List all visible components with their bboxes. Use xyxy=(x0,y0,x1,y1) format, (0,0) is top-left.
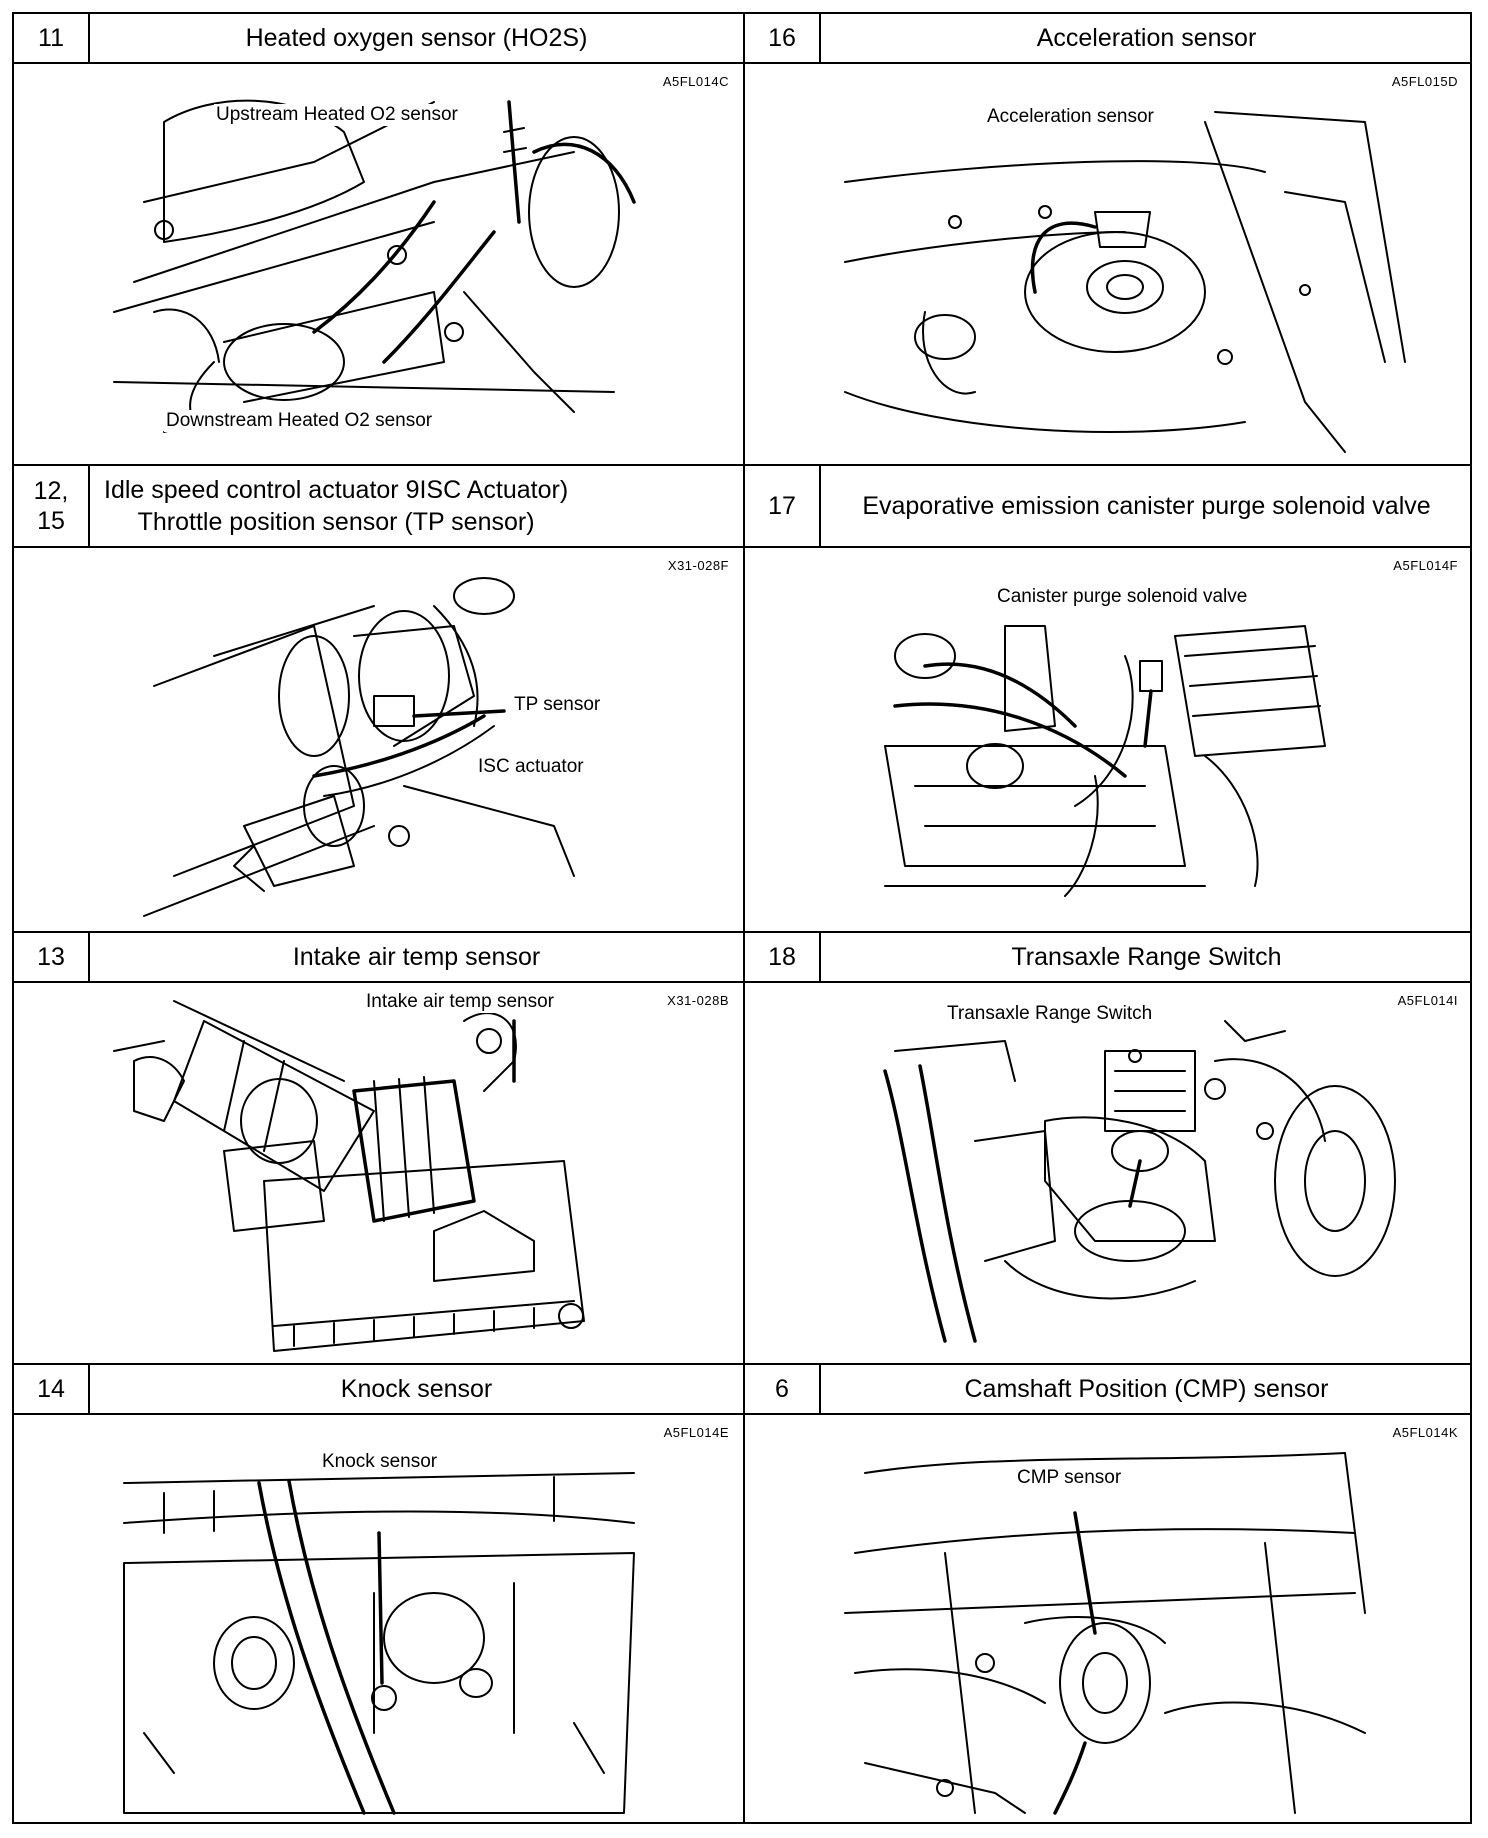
item-number: 14 xyxy=(14,1365,90,1413)
callout-label: Acceleration sensor xyxy=(985,106,1156,128)
callout-label: Transaxle Range Switch xyxy=(945,1003,1155,1025)
item-title: Acceleration sensor xyxy=(1036,24,1257,52)
engine-bay-illustration: A5FL014F Canister purge solenoid valve xyxy=(745,546,1472,931)
cell-transaxle-range-switch: 18 Transaxle Range Switch xyxy=(745,933,1472,1363)
item-number: 16 xyxy=(745,14,821,62)
transaxle-illustration: A5FL014I Transaxle Range Switch xyxy=(745,981,1472,1363)
figure-code: A5FL014F xyxy=(1393,558,1458,573)
air-cleaner-illustration: X31-028B Intake air temp sensor xyxy=(14,981,743,1363)
cell-ho2s: 11 Heated oxygen sensor (HO2S) xyxy=(14,14,743,464)
row-divider xyxy=(14,1363,1470,1365)
callout-label: Canister purge solenoid valve xyxy=(995,586,1250,608)
column-divider xyxy=(743,14,745,1822)
component-location-table: 11 Heated oxygen sensor (HO2S) xyxy=(12,12,1472,1824)
cell-header: 11 Heated oxygen sensor (HO2S) xyxy=(14,14,743,64)
figure-code: A5FL014C xyxy=(662,74,729,89)
item-title: Camshaft Position (CMP) sensor xyxy=(964,1375,1329,1403)
cell-isc-tp-sensor: 12, 15 Idle speed control actuator 9ISC … xyxy=(14,466,743,931)
cell-acceleration-sensor: 16 Acceleration sensor xyxy=(745,14,1472,464)
row-divider xyxy=(14,464,1470,466)
item-number: 12, 15 xyxy=(14,466,90,546)
item-number: 17 xyxy=(745,466,821,546)
exhaust-o2-sensor-illustration: A5FL014C Upstream Heated O2 sensor Downs… xyxy=(14,62,743,464)
strut-tower-illustration: A5FL015D Acceleration sensor xyxy=(745,62,1472,464)
callout-label: Downstream Heated O2 sensor xyxy=(164,410,435,432)
cylinder-head-illustration: A5FL014K CMP sensor xyxy=(745,1413,1472,1822)
figure-code: A5FL014E xyxy=(663,1425,729,1440)
item-title: Idle speed control actuator 9ISC Actuato… xyxy=(104,476,569,536)
figure-code: X31-028B xyxy=(667,993,729,1008)
engine-block-illustration: A5FL014E Knock sensor xyxy=(14,1413,743,1822)
cell-header: 6 Camshaft Position (CMP) sensor xyxy=(745,1365,1472,1415)
figure-code: A5FL015D xyxy=(1391,74,1458,89)
callout-label: CMP sensor xyxy=(1015,1467,1124,1489)
item-number: 6 xyxy=(745,1365,821,1413)
callout-label: TP sensor xyxy=(512,694,603,716)
cell-header: 16 Acceleration sensor xyxy=(745,14,1472,64)
figure-code: X31-028F xyxy=(667,558,729,573)
cell-knock-sensor: 14 Knock sensor A5FL014E Knock s xyxy=(14,1365,743,1822)
item-title: Knock sensor xyxy=(340,1375,493,1403)
callout-label: Upstream Heated O2 sensor xyxy=(214,104,460,126)
callout-label: Intake air temp sensor xyxy=(364,991,556,1013)
item-number: 11 xyxy=(14,14,90,62)
cell-header: 18 Transaxle Range Switch xyxy=(745,933,1472,983)
item-number: 13 xyxy=(14,933,90,981)
cell-header: 12, 15 Idle speed control actuator 9ISC … xyxy=(14,466,743,548)
cell-header: 13 Intake air temp sensor xyxy=(14,933,743,983)
cell-header: 17 Evaporative emission canister purge s… xyxy=(745,466,1472,548)
figure-code: A5FL014I xyxy=(1397,993,1458,1008)
cell-cmp-sensor: 6 Camshaft Position (CMP) sensor xyxy=(745,1365,1472,1822)
item-title: Intake air temp sensor xyxy=(292,943,541,971)
cell-header: 14 Knock sensor xyxy=(14,1365,743,1415)
row-divider xyxy=(14,931,1470,933)
cell-canister-purge-valve: 17 Evaporative emission canister purge s… xyxy=(745,466,1472,931)
cell-intake-air-temp: 13 Intake air temp sensor xyxy=(14,933,743,1363)
item-title: Evaporative emission canister purge sole… xyxy=(862,492,1431,520)
item-title: Heated oxygen sensor (HO2S) xyxy=(245,24,588,52)
item-title: Transaxle Range Switch xyxy=(1011,943,1282,971)
item-number: 18 xyxy=(745,933,821,981)
callout-label: Knock sensor xyxy=(320,1451,440,1473)
callout-label: ISC actuator xyxy=(476,756,586,778)
figure-code: A5FL014K xyxy=(1392,1425,1458,1440)
throttle-body-illustration: X31-028F TP sensor ISC actuator xyxy=(14,546,743,931)
